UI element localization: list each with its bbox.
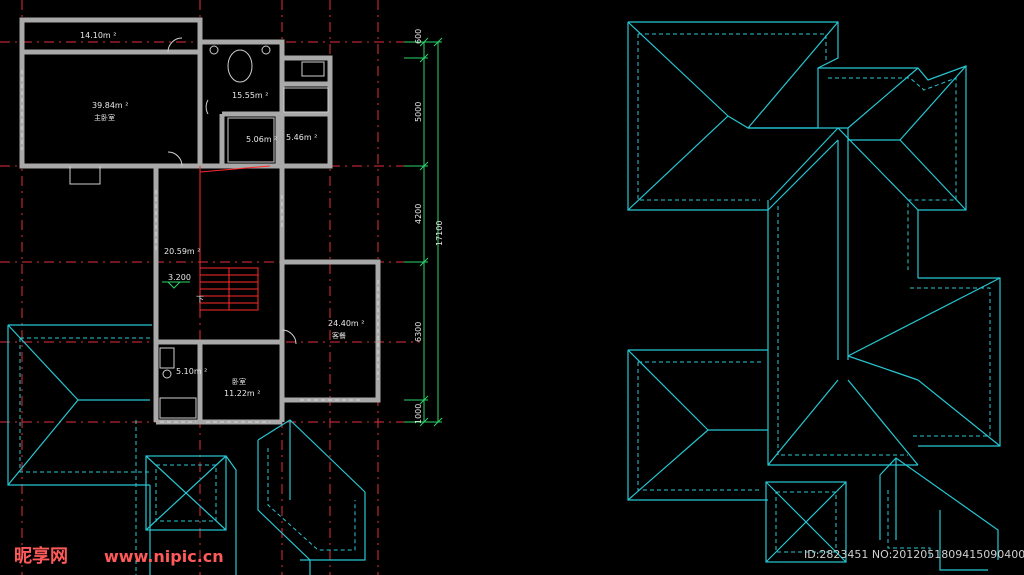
room-name-master-bedroom: 主卧室 [94, 113, 115, 122]
watermark: 昵享网 www.nipic.cn ID:2823451 NO:201205180… [14, 545, 1024, 567]
axis-lines [0, 0, 420, 575]
watermark-brand: 昵享网 [14, 545, 68, 567]
room-name-bedroom: 卧室 [232, 377, 246, 386]
room-area-balcony: 14.10m ² [80, 31, 116, 40]
walls [19, 17, 381, 425]
room-area-master-bedroom: 39.84m ² [92, 101, 128, 110]
roof-plan [627, 21, 1001, 571]
stair [199, 165, 271, 311]
room-area-living: 24.40m ² [328, 319, 364, 328]
room-area-closet-a: 5.06m ² [246, 135, 277, 144]
room-labels: 14.10m ² 39.84m ² 主卧室 15.55m ² 5.06m ² 5… [80, 31, 364, 398]
level-mark [162, 281, 190, 289]
dimension-1000: 1000 [414, 404, 423, 424]
room-area-stair-hall: 20.59m ² [164, 247, 200, 256]
room-name-living: 客餐 [332, 331, 346, 340]
room-area-bathroom: 15.55m ² [232, 91, 268, 100]
watermark-url: www.nipic.cn [104, 547, 224, 566]
dimension-6300: 6300 [414, 322, 423, 342]
dimension-5000: 5000 [414, 102, 423, 122]
dimension-total: 17100 [435, 221, 444, 246]
dimension-line [404, 37, 443, 427]
left-roof-outlines [7, 324, 366, 575]
room-area-closet-b: 5.46m ² [286, 133, 317, 142]
stair-label: 下 [196, 295, 204, 304]
fixtures [69, 37, 329, 419]
room-area-bedroom: 11.22m ² [224, 389, 260, 398]
level-mark-value: 3.200 [168, 273, 191, 282]
windows [21, 70, 379, 423]
watermark-id: ID:2823451 NO:20120518094150904000 [804, 548, 1024, 561]
room-area-small-bath: 5.10m ² [176, 367, 207, 376]
dimension-labels: 600 5000 4200 6300 1000 17100 [414, 29, 444, 424]
dimension-600: 600 [414, 29, 423, 44]
dimension-4200: 4200 [414, 204, 423, 224]
